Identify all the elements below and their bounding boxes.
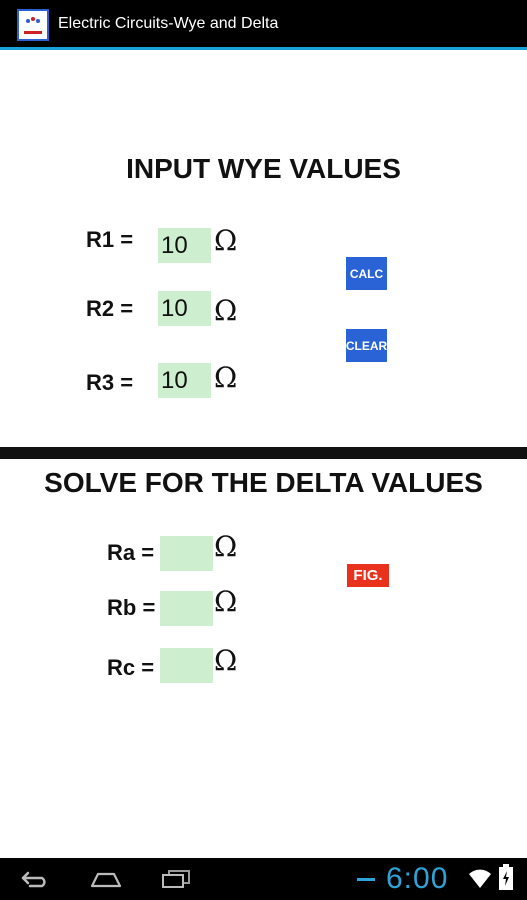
delta-heading: SOLVE FOR THE DELTA VALUES xyxy=(44,467,483,498)
app-title: Electric Circuits-Wye and Delta xyxy=(58,15,279,32)
recent-apps-icon[interactable] xyxy=(158,866,194,892)
rb-label: Rb = xyxy=(107,595,156,620)
r2-input[interactable] xyxy=(158,291,211,326)
rc-label: Rc = xyxy=(107,655,155,680)
r2-ohm-symbol: Ω xyxy=(214,294,238,327)
section-divider xyxy=(0,447,527,459)
r1-input[interactable] xyxy=(158,228,211,263)
calc-button[interactable]: CALC xyxy=(346,257,387,290)
title-bar-accent-line xyxy=(0,47,527,50)
home-icon[interactable] xyxy=(88,866,124,892)
rb-output[interactable] xyxy=(160,591,213,626)
r2-label: R2 = xyxy=(86,296,134,321)
navigation-bar xyxy=(0,858,527,900)
ra-label: Ra = xyxy=(107,540,155,565)
wye-heading: INPUT WYE VALUES xyxy=(126,153,401,184)
clock: 6:00 xyxy=(386,862,449,895)
app-logo-icon xyxy=(17,9,49,41)
r3-label: R3 = xyxy=(86,370,134,395)
r3-ohm-symbol: Ω xyxy=(214,361,238,394)
ra-output[interactable] xyxy=(160,536,213,571)
back-icon[interactable] xyxy=(18,866,54,892)
r1-ohm-symbol: Ω xyxy=(214,224,238,257)
title-bar: Electric Circuits-Wye and Delta xyxy=(0,0,527,47)
r1-label: R1 = xyxy=(86,227,134,252)
clear-button[interactable]: CLEAR xyxy=(346,329,387,362)
rc-output[interactable] xyxy=(160,648,213,683)
wifi-icon xyxy=(468,868,492,895)
rc-ohm-symbol: Ω xyxy=(214,644,238,677)
figure-button[interactable]: FIG. xyxy=(347,564,389,587)
battery-icon xyxy=(499,864,513,895)
notification-indicator xyxy=(357,878,375,881)
rb-ohm-symbol: Ω xyxy=(214,585,238,618)
r3-input[interactable] xyxy=(158,363,211,398)
ra-ohm-symbol: Ω xyxy=(214,530,238,563)
